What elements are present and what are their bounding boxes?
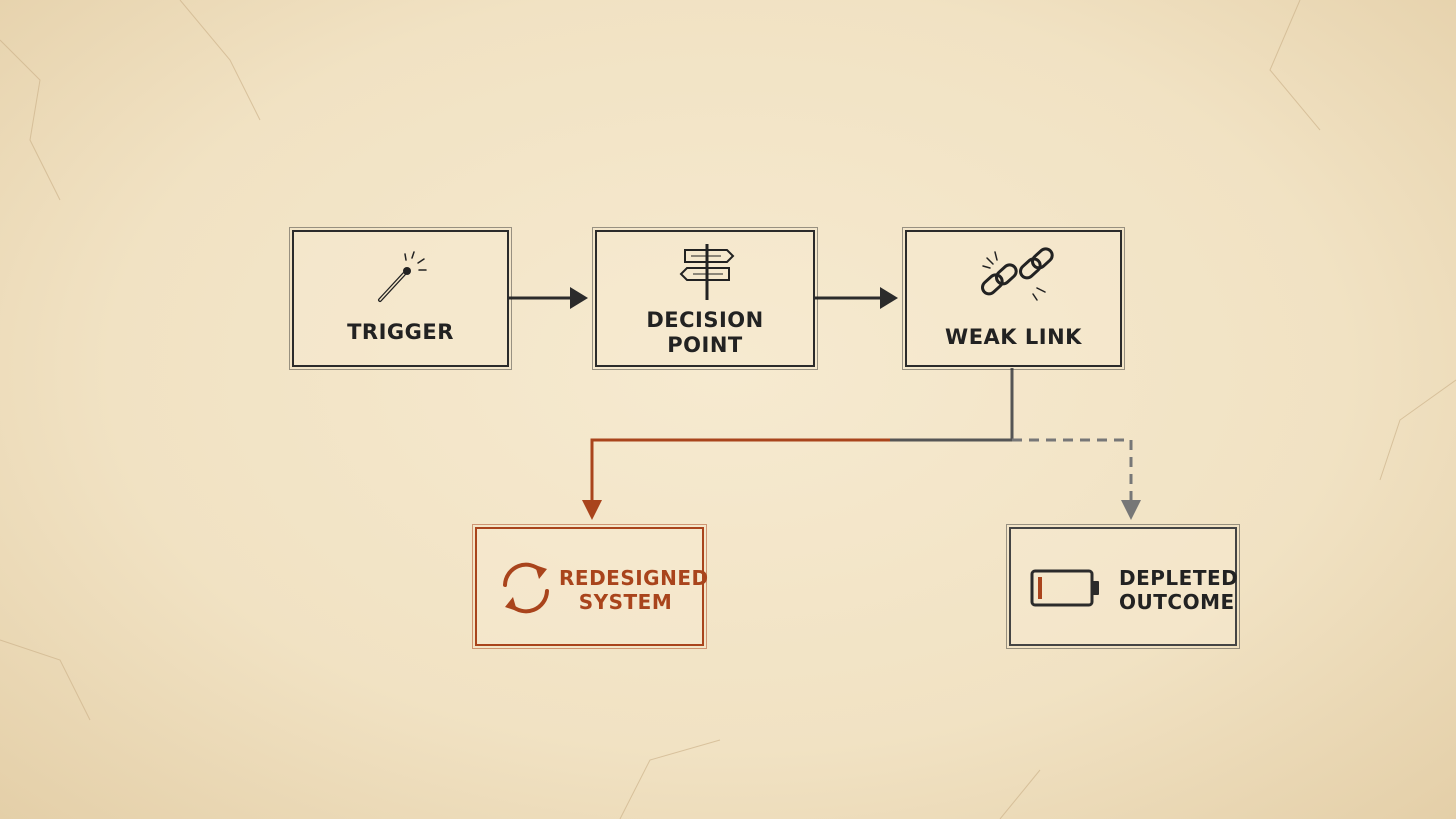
signpost-icon [679, 244, 735, 300]
match-icon [378, 251, 427, 302]
node-decision-point: DECISION POINT [592, 227, 818, 370]
node-trigger-label: TRIGGER [347, 320, 454, 344]
node-weak-link: WEAK LINK [902, 227, 1125, 370]
node-trigger: TRIGGER [289, 227, 512, 370]
cycle-arrows-icon [503, 562, 549, 614]
low-battery-icon [1030, 569, 1099, 607]
node-decision-label-line2: POINT [667, 333, 743, 357]
node-redesigned-label-line1: REDESIGNED [559, 566, 709, 590]
node-redesigned-system: REDESIGNED SYSTEM [472, 524, 709, 649]
node-weak-link-label: WEAK LINK [945, 325, 1082, 349]
broken-chain-icon [980, 247, 1054, 301]
branch-to-redesigned [590, 438, 890, 506]
node-depleted-label-line1: DEPLETED [1119, 566, 1239, 590]
branch-to-depleted [1012, 438, 1133, 506]
node-decision-label-line1: DECISION [646, 308, 764, 332]
node-redesigned-label-line2: SYSTEM [578, 590, 673, 614]
node-depleted-outcome: DEPLETED OUTCOME [1006, 524, 1240, 649]
node-depleted-label-line2: OUTCOME [1119, 590, 1235, 614]
